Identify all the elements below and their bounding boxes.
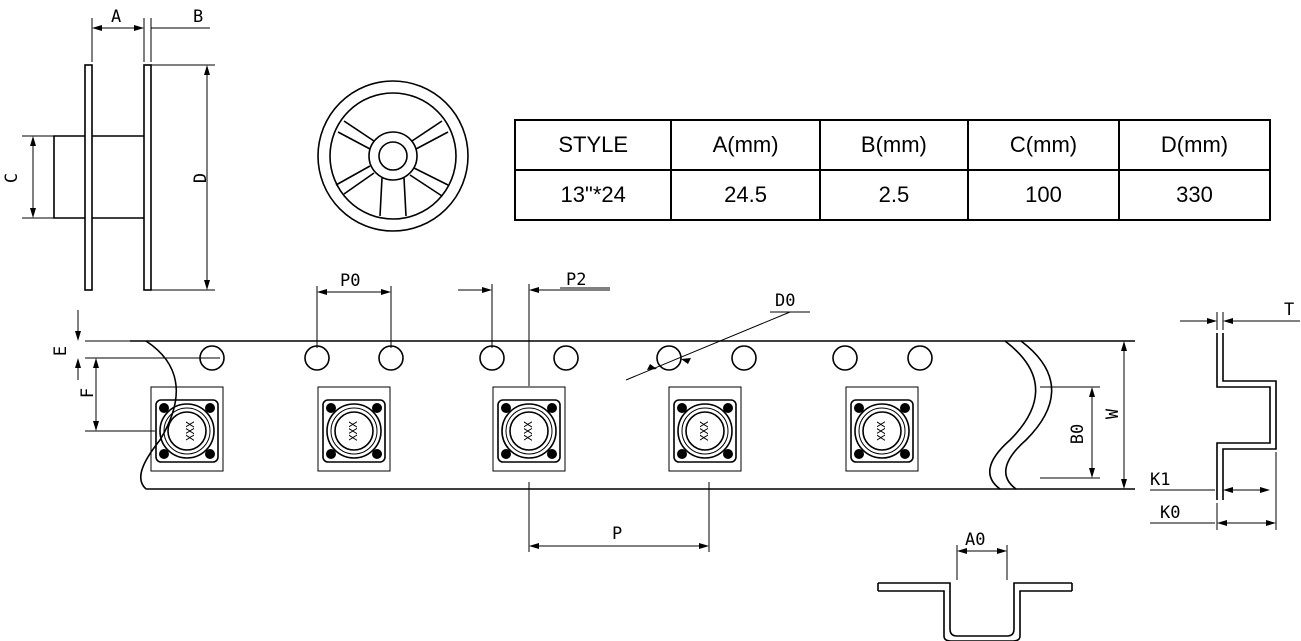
label-d0: D0: [775, 291, 795, 311]
component-marking: XXX: [347, 421, 360, 441]
carrier-tape: XXX XXX XXX XXX XXX: [130, 340, 1135, 490]
reel-front-view: [317, 80, 469, 232]
component-marking: XXX: [522, 421, 535, 441]
pocket-section-view: [877, 545, 1073, 641]
label-d: D: [191, 173, 211, 183]
label-p: P: [612, 524, 622, 544]
label-a: A: [111, 7, 121, 27]
label-t: T: [1284, 300, 1294, 320]
component-marking: XXX: [875, 421, 888, 441]
table-cell: 24.5: [670, 169, 821, 221]
tape-profile-view: [1150, 312, 1300, 530]
label-p2: P2: [566, 270, 586, 290]
table-header-row: STYLE A(mm) B(mm) C(mm) D(mm): [513, 119, 1271, 171]
table-header-cell: D(mm): [1118, 119, 1271, 171]
table-header-cell: B(mm): [818, 119, 970, 171]
label-a0: A0: [965, 530, 985, 550]
label-k0: K0: [1160, 503, 1180, 523]
table-header-cell: C(mm): [967, 119, 1121, 171]
label-b: B: [193, 7, 203, 27]
table-row: 13"*24 24.5 2.5 100 330: [513, 169, 1271, 221]
table-cell: 2.5: [818, 169, 970, 221]
reel-side-view: [22, 18, 215, 291]
reel-spec-table: STYLE A(mm) B(mm) C(mm) D(mm) 13"*24 24.…: [513, 119, 1271, 221]
label-f: F: [78, 388, 98, 398]
label-e: E: [51, 346, 71, 356]
label-c: C: [2, 173, 22, 183]
label-p0: P0: [340, 271, 360, 291]
table-header-cell: A(mm): [670, 119, 821, 171]
table-cell: 100: [967, 169, 1121, 221]
table-header-cell: STYLE: [513, 119, 673, 171]
label-k1: K1: [1150, 470, 1170, 490]
table-cell: 330: [1118, 169, 1271, 221]
component-marking: XXX: [184, 421, 197, 441]
component-marking: XXX: [698, 421, 711, 441]
label-b0: B0: [1068, 424, 1088, 444]
label-w: W: [1103, 408, 1123, 419]
tape-dimensions: [75, 284, 1127, 552]
table-cell: 13"*24: [513, 169, 673, 221]
